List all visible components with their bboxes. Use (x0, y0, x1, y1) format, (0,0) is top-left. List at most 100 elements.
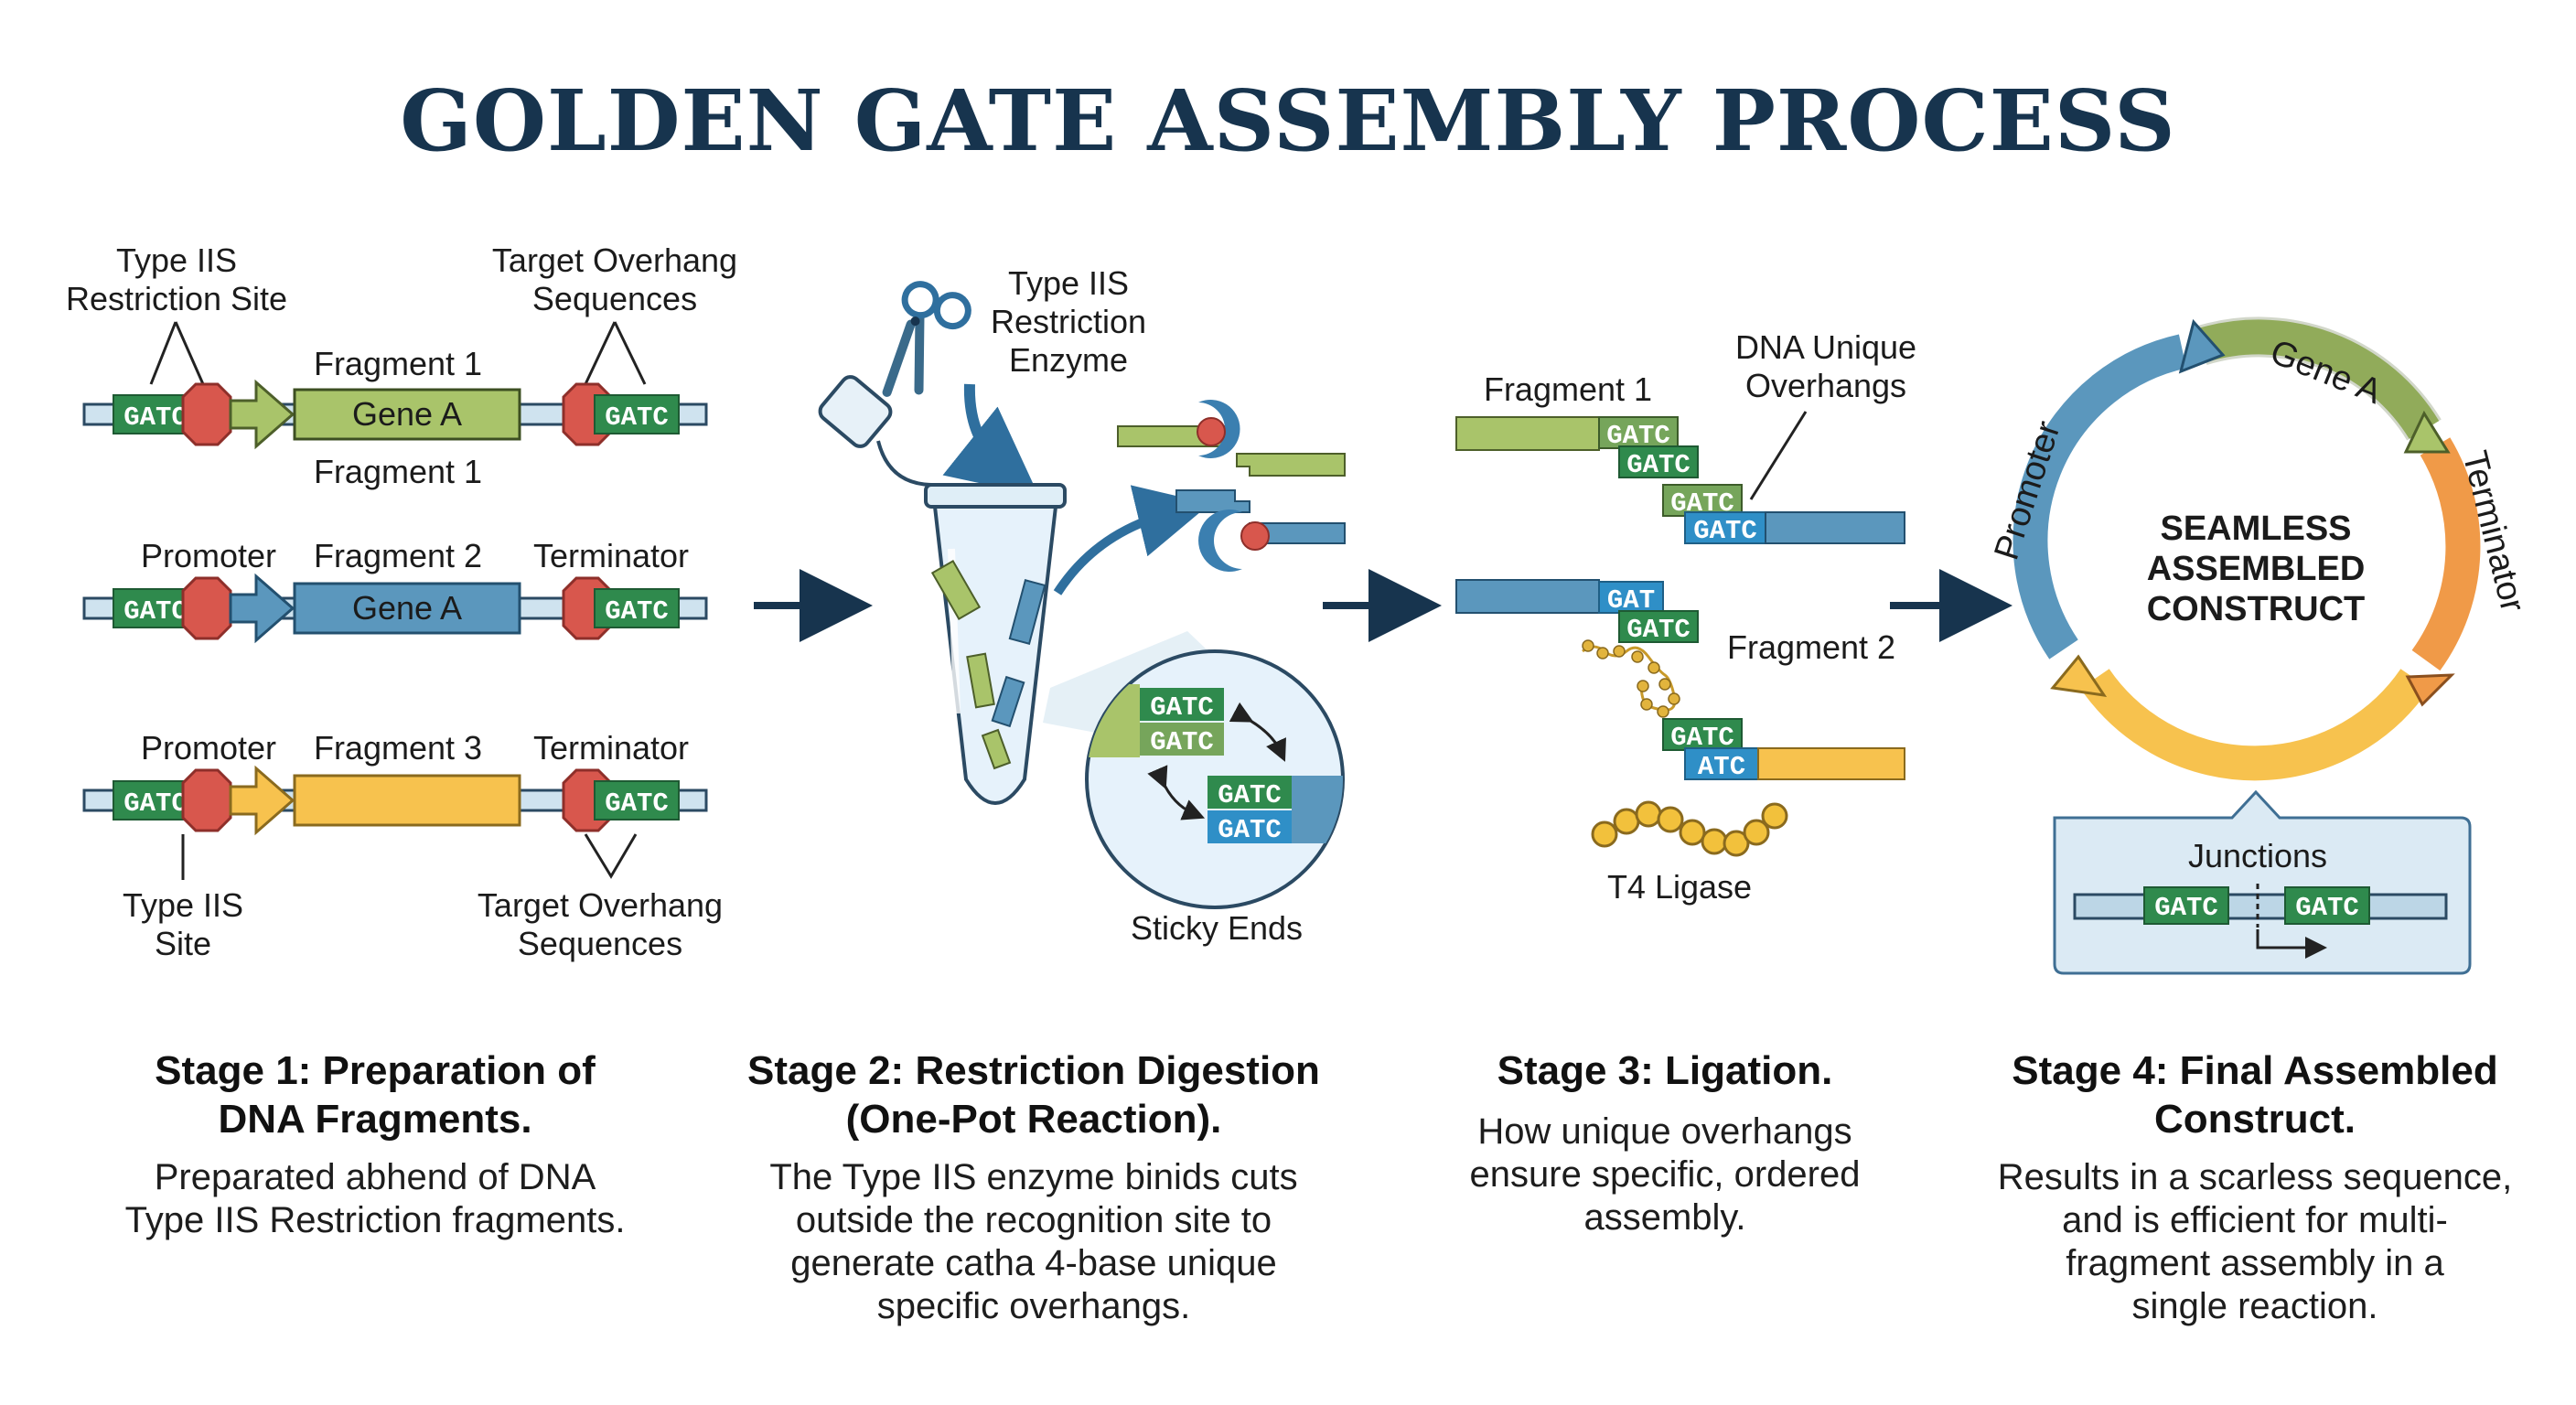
ligation-fragment-2-label: Fragment 2 (1727, 628, 1895, 666)
stage4-heading-line1: Stage 4: Final Assembled (2012, 1048, 2498, 1093)
stage2-heading-line1: Stage 2: Restriction Digestion (747, 1048, 1320, 1093)
stage2-heading: Stage 2: Restriction Digestion (One-Pot … (714, 1046, 1354, 1143)
scissors-icon (882, 281, 971, 397)
site-sequence: GATC (123, 402, 188, 433)
stage4-heading-line2: Construct. (2154, 1097, 2356, 1142)
junction-seq-left: GATC (2154, 893, 2218, 923)
terminator-label: Terminator (533, 537, 689, 574)
fragment-1-label: Fragment 1 (314, 345, 482, 382)
stage1-diagram: Type IIS Restriction Site Target Overhan… (66, 241, 737, 962)
fragment-2-label: Fragment 2 (314, 537, 482, 574)
sticky-ends-label: Sticky Ends (1131, 909, 1303, 947)
sticky-sequence-bottom: GATC (1218, 780, 1282, 810)
stage1-heading: Stage 1: Preparation of DNA Fragments. (101, 1046, 649, 1143)
fragment-2-construct: Promoter Fragment 2 Terminator GATC Gene… (82, 537, 708, 644)
stage3-description-line1: How unique overhangs (1477, 1111, 1852, 1152)
ring-promoter-label: Promoter (1987, 416, 2067, 564)
ligation-partial-seq: ATC (1698, 752, 1745, 782)
junction-seq-right: GATC (2295, 893, 2359, 923)
fragment-1-construct: GATC Gene A GATC Fragment 1 Fragment 1 (82, 345, 708, 490)
stage4-diagram: Gene A Promoter Terminator SEAMLESS ASSE… (1987, 316, 2532, 975)
restriction-site-icon (181, 382, 232, 446)
type-iis-site-label-line1: Type IIS (116, 241, 237, 279)
target-overhang-bottom-label-line2: Sequences (518, 925, 682, 962)
stage2-description-line4: specific overhangs. (876, 1286, 1191, 1326)
stage1-heading-line2: DNA Fragments. (218, 1097, 532, 1142)
ligation-overhang-seq: GATC (1626, 615, 1690, 645)
restriction-site-icon (181, 768, 232, 832)
direction-arrow-icon (229, 765, 295, 836)
fragment-3-label: Fragment 3 (314, 729, 482, 767)
sticky-sequence-top: GATC (1150, 692, 1214, 723)
stage4-description-line4: single reaction. (2131, 1286, 2378, 1326)
digest-arrow-icon (1053, 485, 1210, 595)
junctions-label: Junctions (2188, 837, 2327, 874)
promoter-arrow-icon (229, 573, 295, 644)
ligation-overhang-seq: GATC (1693, 516, 1757, 546)
type-iis-site-bottom-label-line2: Site (155, 925, 211, 962)
fragment-1-label-below: Fragment 1 (314, 453, 482, 490)
sticky-sequence-bottom-complement: GATC (1218, 815, 1282, 845)
stage3-description: How unique overhangs ensure specific, or… (1400, 1110, 1930, 1239)
stage3-heading-line1: Stage 3: Ligation. (1497, 1048, 1833, 1093)
stage1-description-line1: Preparated abhend of DNA (154, 1157, 596, 1197)
stage4-heading: Stage 4: Final Assembled Construct. (1967, 1046, 2543, 1143)
construct-title-line3: CONSTRUCT (2147, 590, 2366, 628)
sticky-sequence-top-complement: GATC (1150, 727, 1214, 757)
site-pointer (149, 321, 205, 385)
stage3-heading: Stage 3: Ligation. (1400, 1046, 1930, 1095)
stage3-diagram: Fragment 1 DNA Unique Overhangs GATC GAT… (1455, 328, 1916, 906)
stage1-description-line2: Type IIS Restriction fragments. (124, 1200, 626, 1240)
ring-promoter-segment (2012, 334, 2187, 660)
target-overhang-label-line2: Sequences (532, 280, 697, 317)
ring-backbone-segment (2080, 669, 2430, 781)
stage1-heading-line1: Stage 1: Preparation of (155, 1048, 596, 1093)
page-title: GOLDEN GATE ASSEMBLY PROCESS (400, 71, 2176, 170)
target-overhang-bottom-label-line1: Target Overhang (478, 886, 723, 924)
site-sequence: GATC (123, 596, 188, 627)
site-sequence: GATC (605, 596, 669, 627)
stage3-description-line3: assembly. (1583, 1197, 1746, 1238)
stage2-heading-line2: (One-Pot Reaction). (845, 1097, 1222, 1142)
construct-title-line1: SEAMLESS (2160, 509, 2351, 548)
junctions-callout (2053, 789, 2472, 975)
terminator-label: Terminator (533, 729, 689, 767)
enzyme-label-line3: Enzyme (1009, 341, 1128, 379)
cut-fragments (1117, 400, 1346, 572)
stage3-description-line2: ensure specific, ordered (1469, 1154, 1861, 1195)
enzyme-label-line1: Type IIS (1008, 264, 1129, 302)
reaction-tube (818, 375, 1067, 805)
enzyme-label-line2: Restriction (991, 303, 1146, 340)
ligation-fragment-1-label: Fragment 1 (1484, 370, 1652, 408)
t4-ligase-label: T4 Ligase (1607, 868, 1752, 906)
type-iis-site-bottom-label-line1: Type IIS (123, 886, 243, 924)
stage4-description-line1: Results in a scarless sequence, (1997, 1157, 2513, 1197)
site-sequence: GATC (605, 402, 669, 433)
ring-gene-segment (2195, 319, 2440, 440)
target-overhang-label-line1: Target Overhang (492, 241, 737, 279)
gene-a-label: Gene A (352, 589, 462, 627)
fragment-3-construct: Promoter Fragment 3 Terminator GATC GATC (82, 729, 708, 836)
overhang-pointer (584, 321, 647, 385)
stage2-description-line2: outside the recognition site to (795, 1200, 1272, 1240)
promoter-label: Promoter (141, 729, 276, 767)
enzyme-arrow-icon (942, 383, 1039, 497)
stage2-description: The Type IIS enzyme binids cuts outside … (714, 1156, 1354, 1328)
stage2-description-line1: The Type IIS enzyme binids cuts (769, 1157, 1298, 1197)
site-sequence: GATC (123, 788, 188, 819)
site-sequence: GATC (605, 788, 669, 819)
stage4-description: Results in a scarless sequence, and is e… (1967, 1156, 2543, 1328)
stage1-description: Preparated abhend of DNA Type IIS Restri… (101, 1156, 649, 1242)
unique-overhangs-label-line2: Overhangs (1745, 367, 1906, 404)
stage2-diagram: Type IIS Restriction Enzyme (818, 264, 1346, 947)
ring-terminator-segment (2411, 437, 2481, 671)
stage4-description-line2: and is efficient for multi- (2062, 1200, 2448, 1240)
stage4-description-line3: fragment assembly in a (2066, 1243, 2444, 1283)
promoter-label: Promoter (141, 537, 276, 574)
unique-overhangs-label-line1: DNA Unique (1735, 328, 1916, 366)
direction-arrow-icon (229, 379, 295, 450)
t4-ligase-icon (1591, 800, 1788, 857)
type-iis-site-label-line2: Restriction Site (66, 280, 287, 317)
